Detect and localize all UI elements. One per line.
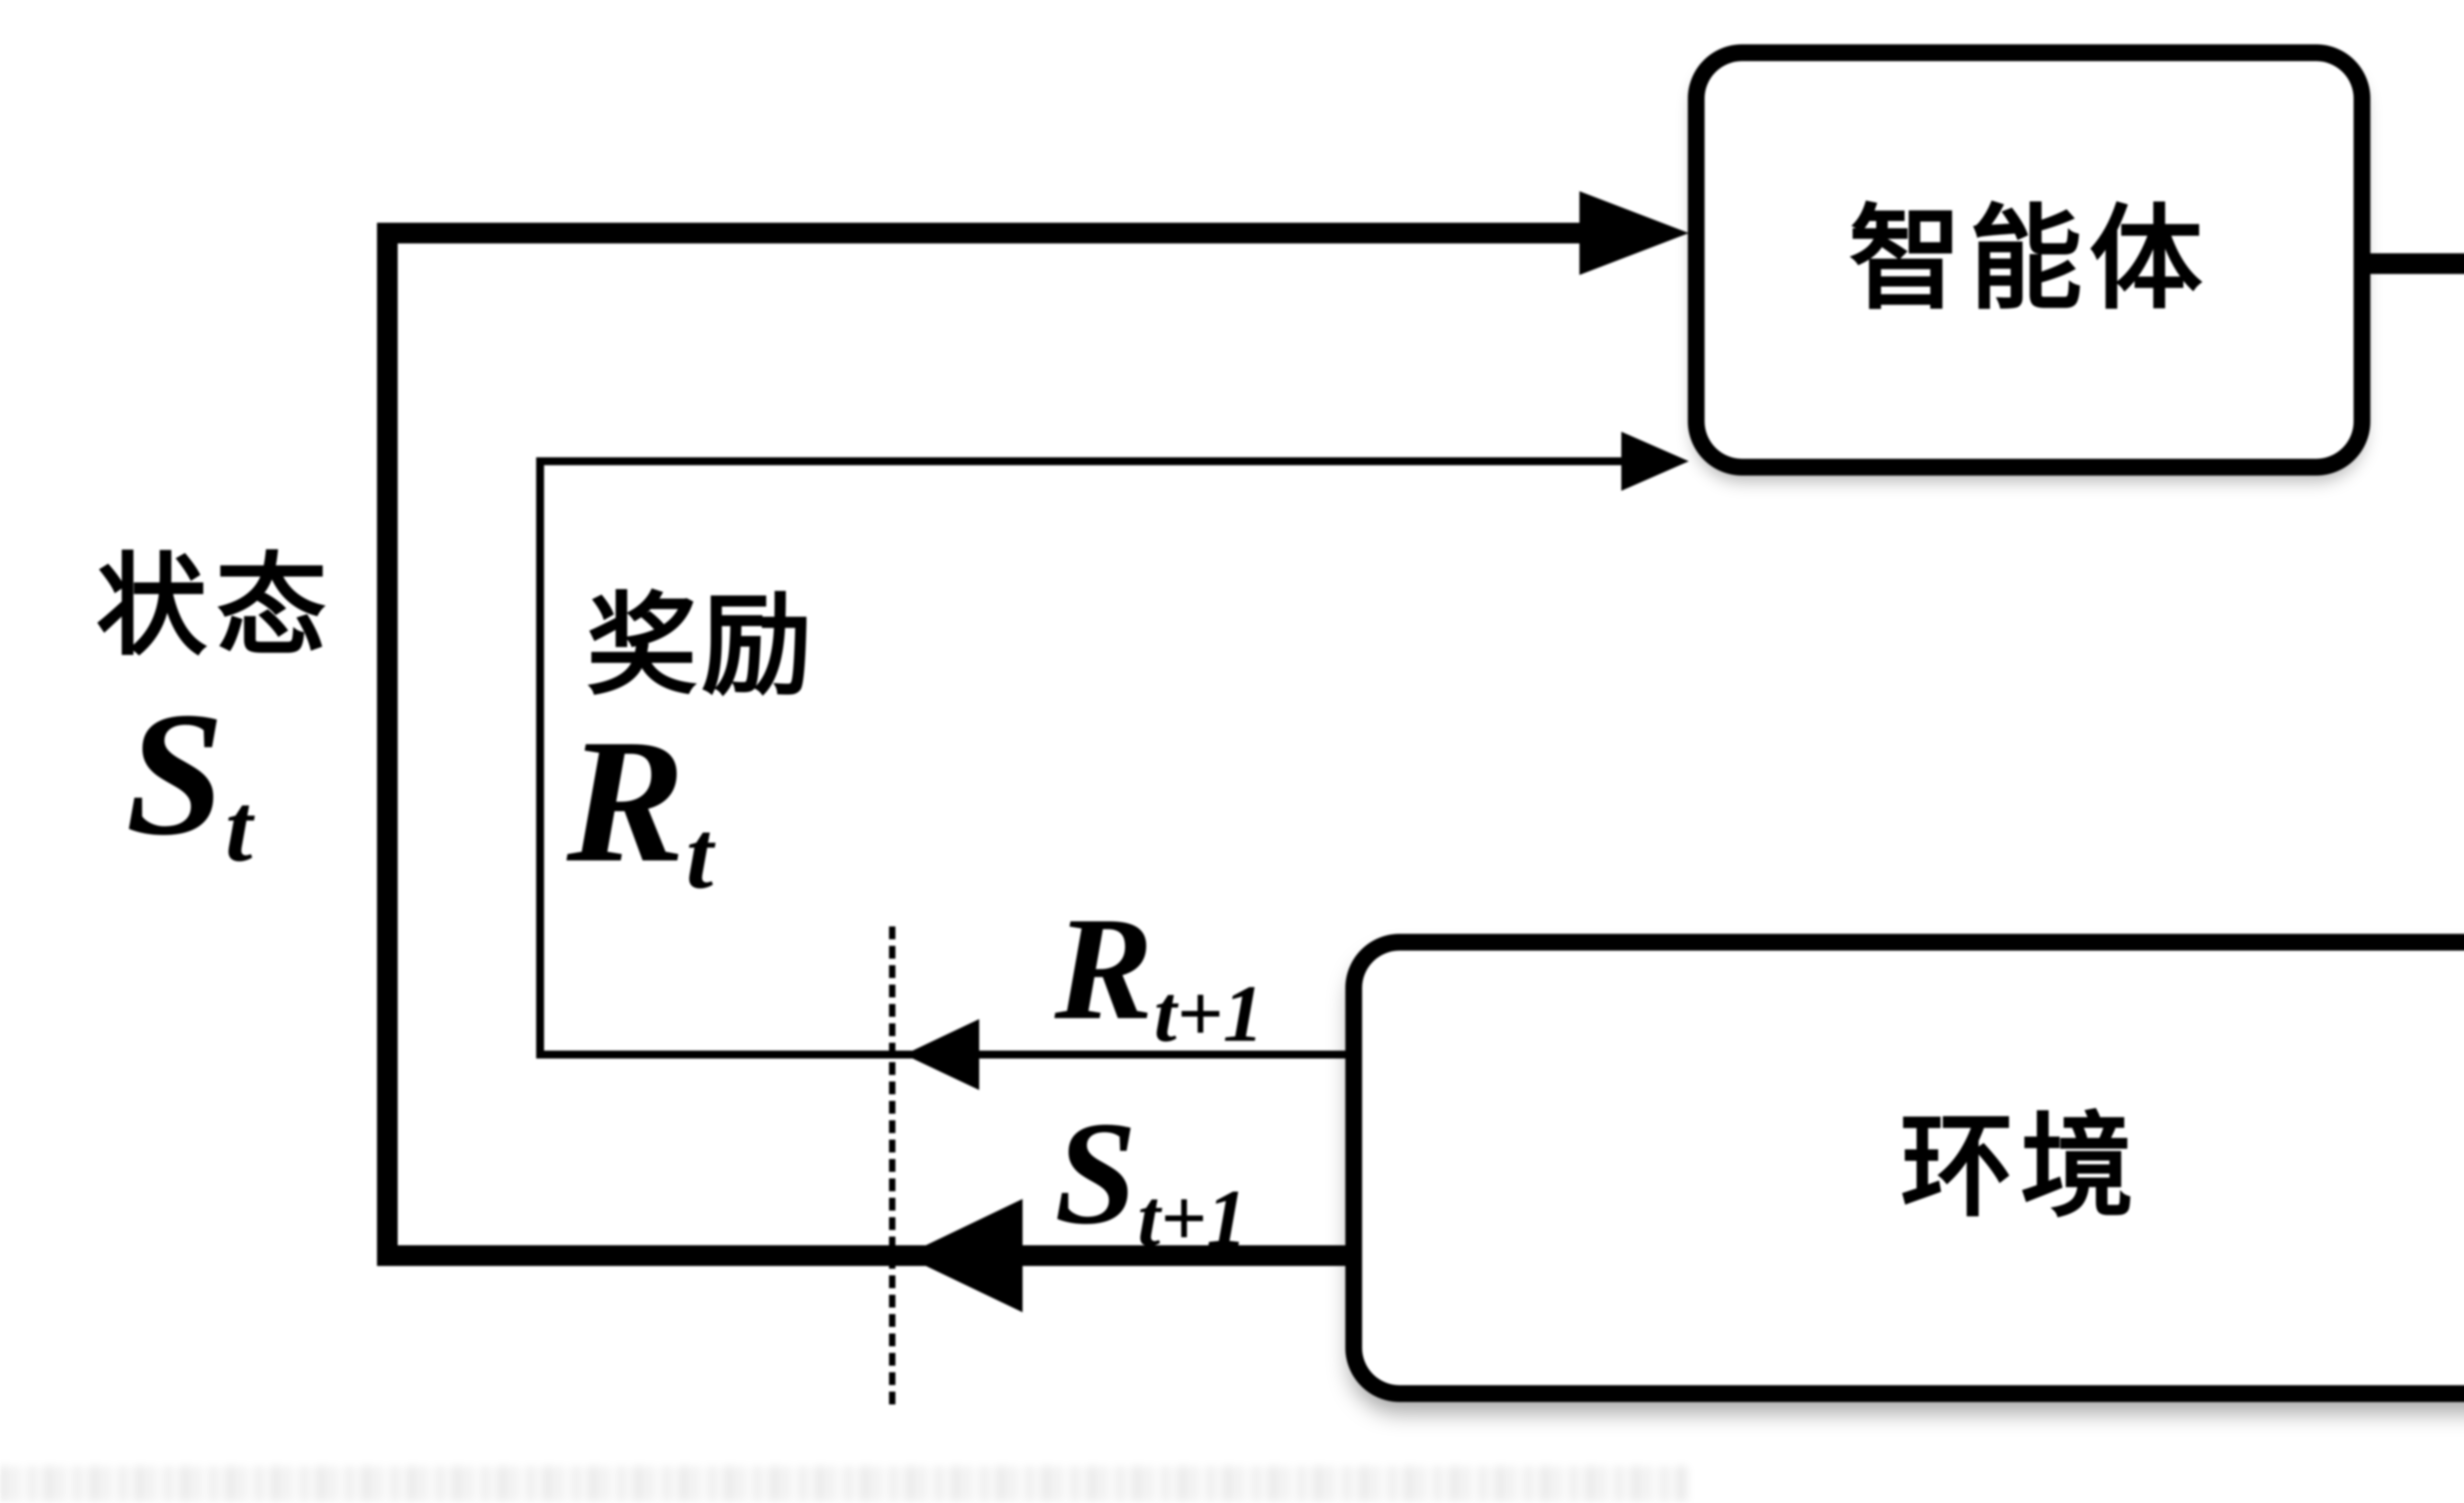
- agent-node-label: 智能体: [1848, 197, 2210, 323]
- reward-arrowhead-icon: [1621, 432, 1689, 491]
- environment-node-label: 环境: [1900, 1105, 2141, 1230]
- next-state-symbol-letter: S: [1055, 1091, 1137, 1255]
- next-reward-symbol-letter: R: [1055, 887, 1154, 1050]
- state-arrowhead-icon: [1579, 191, 1689, 275]
- state-loop-vertical-line: [377, 223, 398, 1266]
- reward-symbol: Rt: [567, 712, 713, 904]
- next-reward-arrowhead-icon: [904, 1019, 979, 1090]
- state-symbol-letter: S: [126, 675, 225, 872]
- cutoff-caption-artifact: [0, 1466, 1690, 1502]
- agent-node: 智能体: [1688, 44, 2370, 476]
- reward-symbol-subscript: t: [686, 801, 714, 909]
- reward-symbol-letter: R: [567, 702, 685, 899]
- next-state-symbol: St+1: [1055, 1099, 1247, 1259]
- next-reward-symbol: Rt+1: [1055, 894, 1264, 1054]
- action-loop-top-line: [2361, 253, 2464, 274]
- reward-loop-vertical-line: [536, 457, 544, 1059]
- state-loop-top-line: [377, 223, 1579, 243]
- next-state-line: [377, 1245, 1345, 1266]
- state-symbol: St: [126, 685, 252, 877]
- environment-node: 环境: [1345, 934, 2464, 1402]
- reward-caption: 奖励: [586, 585, 816, 708]
- next-state-symbol-subscript: t+1: [1137, 1173, 1247, 1264]
- next-state-arrowhead-icon: [904, 1199, 1023, 1312]
- state-symbol-subscript: t: [225, 774, 253, 882]
- timestep-boundary-dashed-line: [889, 926, 895, 1404]
- state-caption: 状态: [96, 546, 336, 669]
- next-reward-symbol-subscript: t+1: [1154, 968, 1264, 1059]
- reward-loop-top-line: [536, 457, 1625, 465]
